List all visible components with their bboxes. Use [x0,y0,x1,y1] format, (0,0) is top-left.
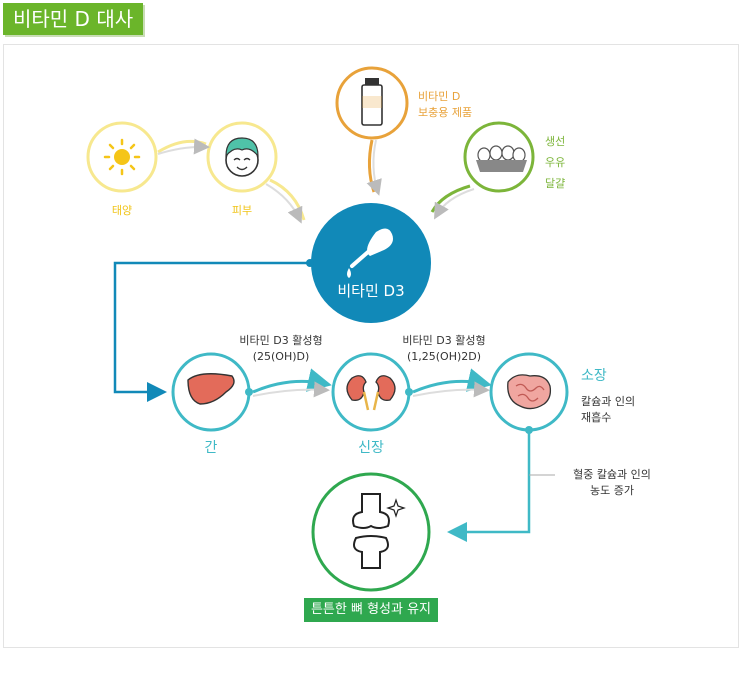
liver-node [171,352,253,432]
active1-label: 비타민 D3 활성형 (25(OH)D) [239,334,323,363]
blood-label: 혈중 칼슘과 인의 농도 증가 [573,468,651,497]
bone-icon [352,493,406,569]
intestine-label: 소장 [581,368,607,384]
page-title: 비타민 D 대사 [3,3,144,35]
supplement-node [335,66,409,140]
egg-carton-icon [476,145,527,172]
sun-node [86,121,158,193]
foods-node [463,121,535,193]
intestine-node [489,352,569,434]
skin-node [206,121,278,193]
face-icon [225,137,259,177]
dropper-icon [347,228,393,278]
d3-label: 비타민 D3 [337,282,405,300]
sun-label: 태양 [111,204,133,217]
intestine-icon [507,374,552,410]
d3-node [311,203,431,323]
kidney-node [331,352,413,432]
result-badge: 튼튼한 뼈 형성과 유지 [304,598,438,622]
sun-icon [103,138,141,176]
bottle-icon [361,78,383,126]
kidney-label: 신장 [358,440,384,456]
foods-label: 생선 우유 달걀 [545,135,566,190]
bone-node [311,472,431,592]
supplement-label: 비타민 D 보충용 제품 [418,90,473,119]
liver-icon [187,373,235,405]
kidney-icon [346,375,396,411]
liver-label: 간 [204,440,218,456]
skin-label: 피부 [231,204,253,217]
active2-label: 비타민 D3 활성형 (1,25(OH)2D) [402,334,486,363]
reabsorb-label: 칼슘과 인의 재흡수 [581,395,636,424]
